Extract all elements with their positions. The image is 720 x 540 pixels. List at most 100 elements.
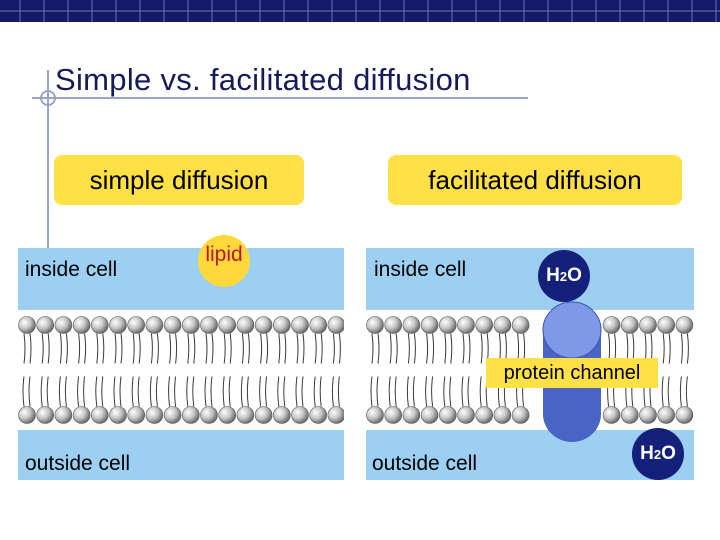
lipid-tail (59, 333, 62, 364)
water-formula-o: O (567, 265, 582, 286)
lipid-tail (449, 376, 452, 407)
lipid-head (639, 406, 657, 424)
lipid-tail (155, 376, 158, 407)
lipid-tail (284, 333, 287, 364)
lipid-tail (175, 333, 178, 364)
lipid-head (402, 406, 421, 424)
lipid-head (72, 406, 91, 424)
lipid-tail (137, 376, 140, 407)
lipid-tail (394, 376, 397, 407)
lipid-head (163, 406, 182, 424)
lipid-head (511, 316, 530, 334)
lipid-head (366, 406, 384, 424)
lipid-tail (277, 376, 280, 407)
lipid-head (366, 316, 384, 334)
lipid-tail (371, 333, 374, 364)
lipid-head (439, 406, 457, 424)
lipid-head (163, 316, 182, 334)
lipid-tail (210, 376, 213, 407)
lipid-head (457, 406, 475, 424)
lipid-head (475, 406, 493, 424)
lipid-tail (132, 333, 135, 364)
lipid-marker (198, 235, 250, 287)
lipid-tail (462, 333, 465, 364)
lipid-tail (480, 333, 483, 364)
lipid-head (254, 406, 273, 424)
lipid-head (54, 406, 73, 424)
simple-inside-cell-label: inside cell (25, 258, 118, 281)
lipid-head (54, 316, 73, 334)
lipid-tail (685, 376, 688, 407)
lipid-head (18, 406, 36, 424)
lipid-head (309, 406, 328, 424)
header-bar (0, 0, 720, 22)
lipid-tail (283, 376, 286, 407)
lipid-head (200, 316, 218, 334)
lipid-tail (319, 376, 322, 407)
lipid-tail (169, 333, 172, 364)
lipid-tail (296, 333, 299, 364)
lipid-tail (266, 333, 269, 364)
lipid-tail (119, 376, 122, 407)
lipid-tail (186, 376, 189, 407)
lipid-tail (192, 376, 195, 407)
lipid-head (420, 406, 439, 424)
lipid-head (291, 316, 309, 334)
lipid-tail (370, 376, 373, 407)
lipid-tail (46, 376, 49, 407)
lipid-head (620, 406, 639, 424)
lipid-head (384, 406, 403, 424)
lipid-head (675, 316, 694, 334)
lipid-head (384, 316, 403, 334)
water-formula-h: H (546, 265, 560, 286)
lipid-head (218, 316, 236, 334)
lipid-tail (96, 333, 99, 364)
lipid-tail (65, 333, 68, 364)
lipid-head (657, 406, 676, 424)
lipid-head (72, 316, 91, 334)
lipid-tail (468, 333, 471, 364)
lipid-tail (247, 333, 250, 364)
lipid-tail (222, 376, 225, 407)
simple-diffusion-heading: simple diffusion (54, 155, 304, 205)
lipid-head (182, 316, 200, 334)
lipid-head (675, 406, 694, 424)
lipid-head (109, 316, 127, 334)
lipid-tail (406, 376, 409, 407)
lipid-tail (313, 376, 316, 407)
lipid-tail (389, 333, 392, 364)
lipid-tail (131, 376, 134, 407)
lipid-head (639, 316, 657, 334)
lipid-tail (47, 333, 50, 364)
lipid-label: lipid (205, 243, 243, 266)
lipid-head (91, 406, 109, 424)
lipid-head (236, 406, 255, 424)
lipid-tail (138, 333, 141, 364)
lipid-tail (320, 333, 323, 364)
lipid-head (291, 406, 309, 424)
facilitated-inside-cell-label: inside cell (374, 258, 467, 281)
lipid-head (218, 406, 236, 424)
lipid-tail (332, 333, 335, 364)
simple-outside-cell-label: outside cell (25, 452, 131, 475)
lipid-tail (432, 333, 435, 364)
lipid-head (36, 406, 55, 424)
lipid-tail (29, 333, 32, 364)
lipid-head (439, 316, 457, 334)
lipid-head (236, 316, 255, 334)
lipid-head (18, 316, 36, 334)
lipid-head (91, 316, 109, 334)
lipid-head (457, 316, 475, 334)
lipid-tail (193, 333, 196, 364)
lipid-head (145, 316, 164, 334)
lipid-tail (113, 376, 116, 407)
lipid-tail (58, 376, 61, 407)
lipid-head (420, 316, 439, 334)
lipid-tail (211, 333, 214, 364)
lipid-tail (28, 376, 31, 407)
lipid-tail (114, 333, 117, 364)
lipid-tail (661, 376, 664, 407)
lipid-tail (22, 376, 25, 407)
lipid-tail (425, 376, 428, 407)
lipid-tail (431, 376, 434, 407)
